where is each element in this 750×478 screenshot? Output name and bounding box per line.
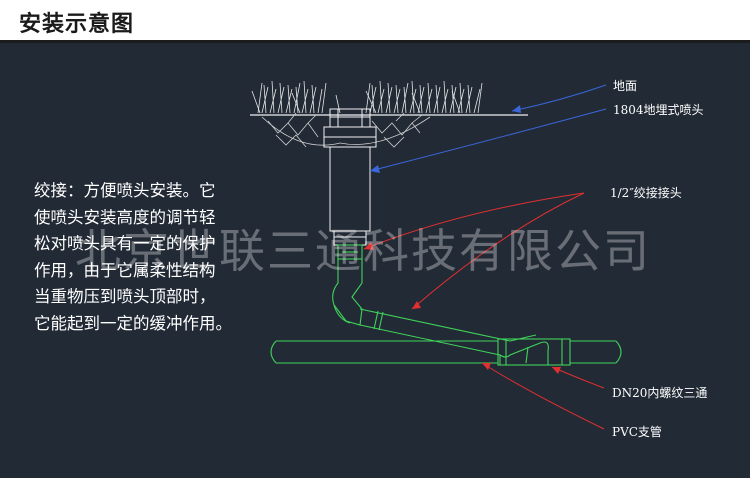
installation-diagram: 地面 1804地埋式喷头 1/2″绞接接头 DN20内螺纹三通 PVC支管 <box>250 79 707 439</box>
company-watermark: 北京世联三通科技有限公司 <box>75 224 651 278</box>
header: 安装示意图 <box>0 0 750 44</box>
description-line: 使喷头安装高度的调节轻 <box>34 207 216 227</box>
description-line: 绞接：方便喷头安装。它 <box>34 181 216 200</box>
grass-tufts <box>251 80 483 114</box>
soil-hatch <box>261 112 431 148</box>
description-line: 作用，由于它属柔性结构 <box>34 260 216 280</box>
description-text: 绞接：方便喷头安装。它 使喷头安装高度的调节轻 松对喷头具有一定的保护 作用，由… <box>34 178 264 337</box>
description-line: 它能起到一定的缓冲作用。 <box>34 313 232 333</box>
description-line: 当重物压到喷头顶部时， <box>34 287 216 306</box>
label-tee: DN20内螺纹三通 <box>612 386 707 400</box>
swing-joint-assembly <box>270 244 622 366</box>
label-ground: 地面 <box>613 79 637 93</box>
header-divider <box>0 40 750 43</box>
label-swing-joint: 1/2″绞接接头 <box>610 185 682 200</box>
sprinkler-body <box>323 108 377 246</box>
leader-arrowheads <box>364 105 561 374</box>
page-title: 安装示意图 <box>19 12 135 37</box>
diagram-canvas: 地面 1804地埋式喷头 1/2″绞接接头 DN20内螺纹三通 PVC支管 绞接… <box>0 43 750 478</box>
leader-lines <box>363 84 607 430</box>
label-sprinkler: 1804地埋式喷头 <box>613 103 704 117</box>
description-line: 松对喷头具有一定的保护 <box>34 234 216 253</box>
label-pvc-pipe: PVC支管 <box>612 424 662 439</box>
